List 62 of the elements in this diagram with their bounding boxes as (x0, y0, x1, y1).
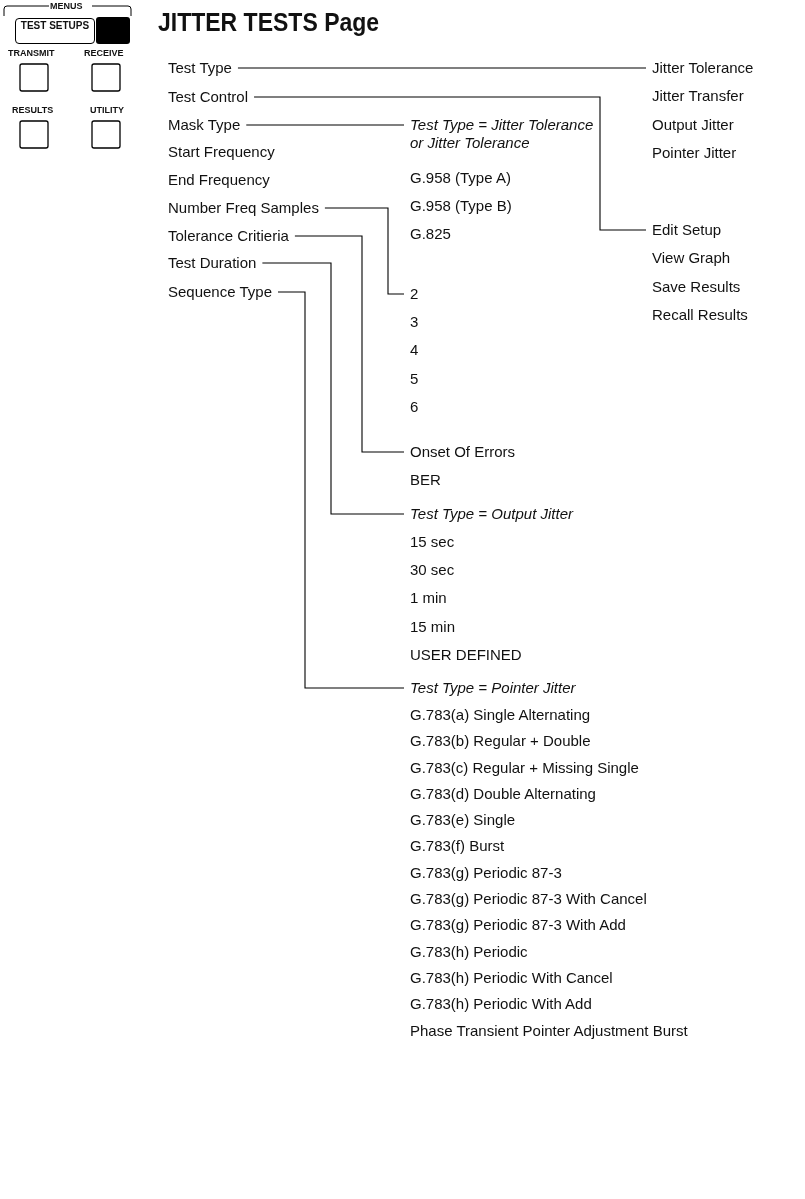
option-text: Number Freq Samples (168, 198, 319, 218)
option-text: G.825 (410, 224, 452, 244)
option-text: G.783(e) Single (410, 810, 517, 831)
option-text: 15 sec (410, 532, 456, 552)
option-text: BER (410, 470, 442, 490)
connector-line (294, 235, 405, 453)
option-text: G.958 (Type B) (410, 196, 513, 216)
option-text: G.783(g) Periodic 87-3 With Cancel (410, 889, 648, 910)
menu-item: End Frequency (168, 171, 270, 188)
option-text: View Graph (652, 248, 732, 269)
panel-heading: MENUS (50, 1, 83, 11)
option-text: Mask Type (168, 115, 241, 135)
option-text: USER DEFINED (410, 644, 523, 665)
option-text: G.958 (Type A) (410, 168, 512, 188)
option-text: Tolerance Critieria (168, 226, 289, 246)
option-text: G.783(g) Periodic 87-3 With Add (410, 915, 627, 936)
option-text: 4 (410, 340, 419, 361)
option-text: Onset Of Errors (410, 442, 516, 462)
key-label: RESULTS (12, 105, 54, 115)
condition-note: Test Type = Pointer Jitter (410, 678, 577, 698)
option-text: Edit Setup (652, 219, 723, 240)
connector-line (245, 124, 405, 126)
key-label: TRANSMIT (8, 48, 55, 58)
option-text: 15 min (410, 616, 457, 637)
option-text: G.783(h) Periodic With Add (410, 994, 593, 1015)
option-text: Jitter Tolerance (652, 57, 754, 78)
connector-line (237, 67, 647, 69)
menu-item: Start Frequency (168, 143, 275, 160)
option-text: Test Duration (168, 253, 257, 273)
option-text: 30 sec (410, 560, 456, 581)
option-text: G.783(f) Burst (410, 836, 506, 857)
option-text: 3 (410, 312, 419, 333)
connector-line (253, 96, 647, 231)
option-text: 1 min (410, 588, 448, 609)
option-text: G.783(h) Periodic With Cancel (410, 967, 614, 988)
connector-line (261, 262, 405, 515)
option-text: Recall Results (652, 305, 748, 326)
option-text: Sequence Type (168, 282, 272, 302)
condition-note: Test Type = Output Jitter (410, 504, 573, 524)
condition-note: Test Type = Jitter Tolerance or Jitter Tolerance (410, 116, 595, 152)
option-text: Pointer Jitter (652, 143, 738, 164)
option-text: Test Type (168, 58, 232, 78)
option-text: G.783(g) Periodic 87-3 (410, 862, 563, 883)
option-text: G.783(a) Single Alternating (410, 705, 592, 725)
option-text: 5 (410, 368, 419, 389)
connector-line (324, 207, 405, 295)
option-text: Output Jitter (652, 114, 735, 135)
option-text: G.783(d) Double Alternating (410, 783, 597, 804)
option-text: Test Control (168, 87, 249, 107)
key-label: UTILITY (90, 105, 124, 115)
option-text: G.783(c) Regular + Missing Single (410, 757, 640, 778)
option-text: 2 (410, 283, 419, 304)
option-text: 6 (410, 397, 419, 418)
option-text: Jitter Transfer (652, 86, 745, 107)
option-text: G.783(h) Periodic (410, 941, 529, 962)
menu-key: TEST SETUPS (15, 18, 95, 44)
option-text: Save Results (652, 276, 742, 297)
key-label: RECEIVE (84, 48, 124, 58)
page-title: JITTER TESTS Page (158, 8, 380, 37)
option-text: G.783(b) Regular + Double (410, 731, 592, 752)
option-text: Phase Transient Pointer Adjustment Burst (410, 1020, 688, 1041)
connector-line (277, 291, 405, 689)
